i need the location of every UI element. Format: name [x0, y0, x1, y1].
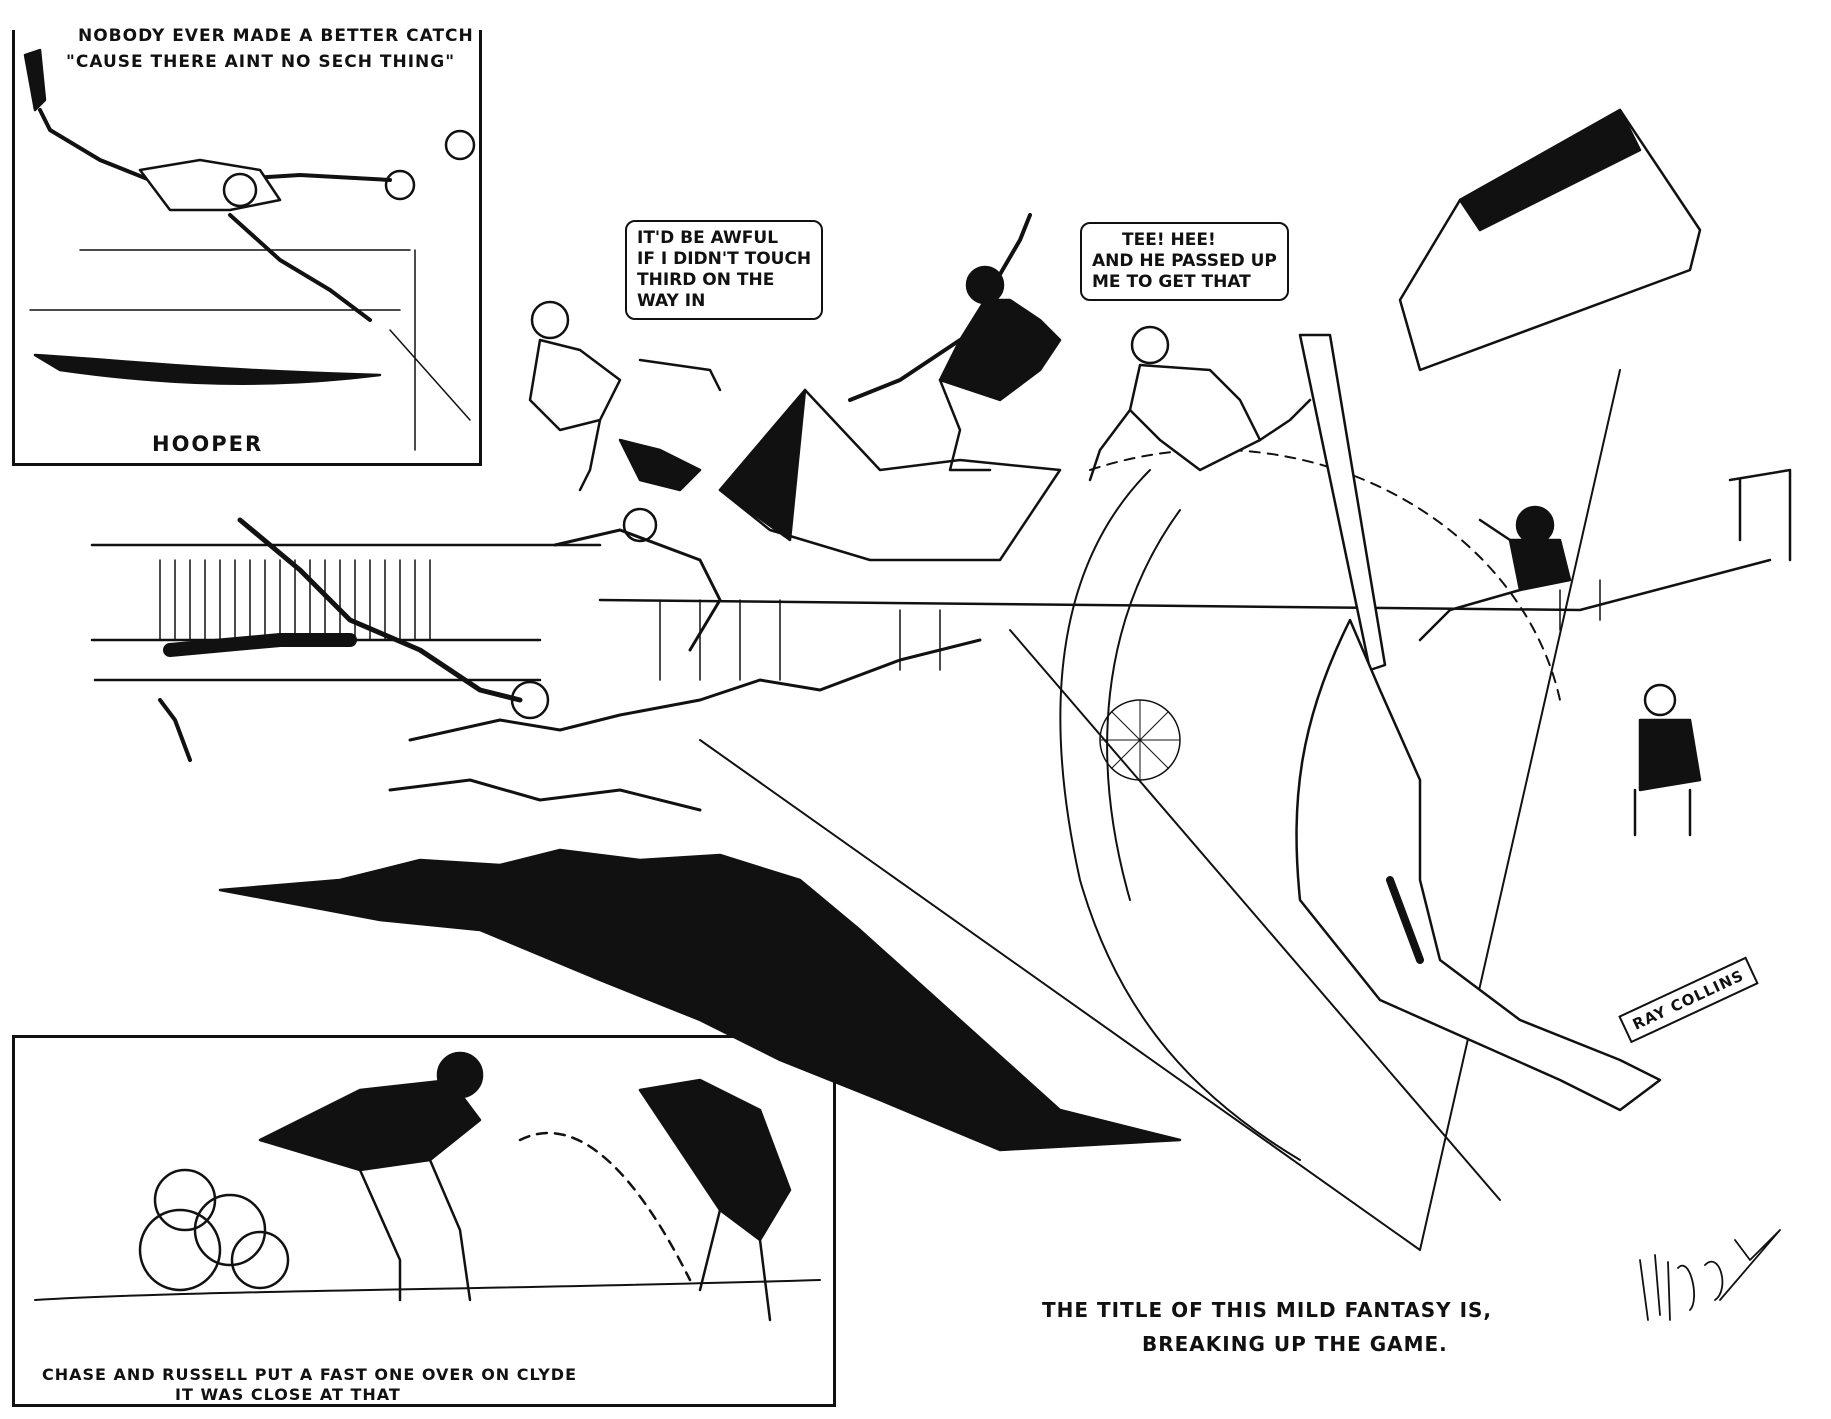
bubble-line: THIRD ON THE: [637, 270, 775, 290]
main-caption-line2: BREAKING UP THE GAME.: [1142, 1332, 1448, 1356]
chase-caption-line1: CHASE AND RUSSELL PUT A FAST ONE OVER ON…: [42, 1365, 578, 1384]
runner-third-base: [528, 300, 722, 492]
crack-in-field: [218, 369, 1621, 1251]
speech-bubble-third-base: IT'D BE AWFUL IF I DIDN'T TOUCH THIRD ON…: [625, 220, 824, 320]
bubble-line: ME TO GET THAT: [1092, 272, 1251, 292]
hooper-caption-line1: NOBODY EVER MADE A BETTER CATCH: [78, 26, 474, 46]
hooper-name: HOOPER: [152, 432, 264, 456]
hooper-catch-drawing: [23, 48, 476, 451]
runner-leaping: [848, 213, 1062, 472]
bubble-line: AND HE PASSED UP: [1092, 251, 1277, 271]
speech-bubble-tee-hee: TEE! HEE! AND HE PASSED UP ME TO GET THA…: [1080, 222, 1289, 301]
grandstand-roof: [1398, 108, 1792, 562]
chase-caption-line2: IT WAS CLOSE AT THAT: [175, 1385, 401, 1404]
batter-ray-collins: [1059, 333, 1662, 1161]
bubble-line: IT'D BE AWFUL: [637, 228, 779, 248]
umpire: [1633, 683, 1702, 837]
diving-fielder: [158, 507, 722, 762]
bubble-line: TEE! HEE!: [1122, 230, 1216, 250]
fielder-right-catching: [1418, 505, 1572, 642]
outfield-fence: [90, 543, 1772, 682]
bubble-line: WAY IN: [637, 291, 706, 311]
hooper-panel: [12, 30, 482, 466]
chase-russell-drawing: [34, 1051, 821, 1322]
main-caption-line1: THE TITLE OF THIS MILD FANTASY IS,: [1042, 1298, 1493, 1322]
hooper-caption-line2: "CAUSE THERE AINT NO SECH THING": [66, 52, 456, 72]
runner-right: [1088, 325, 1312, 482]
chase-russell-panel: [12, 1035, 836, 1407]
home-plate-house: [718, 388, 1062, 562]
bubble-line: IF I DIDN'T TOUCH: [637, 249, 812, 269]
artist-signature: [1639, 1229, 1781, 1321]
